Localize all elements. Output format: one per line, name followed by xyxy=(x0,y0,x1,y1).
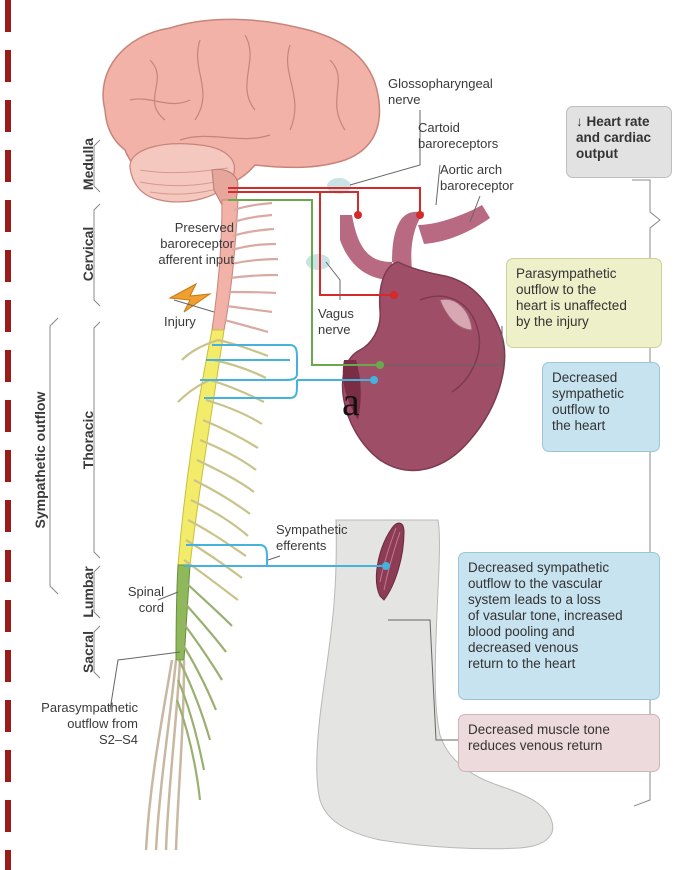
label-sympathetic-efferents: Sympathetic efferents xyxy=(276,522,348,554)
label-injury: Injury xyxy=(164,314,196,330)
region-label-sacral: Sacral xyxy=(80,612,96,692)
injury-lightning-icon xyxy=(170,284,210,312)
box-muscle-tone: Decreased muscle tone reduces venous ret… xyxy=(458,714,660,772)
label-aortic-arch-baroreceptor: Aortic arch baroreceptor xyxy=(440,162,514,194)
region-label-cervical: Cervical xyxy=(80,208,96,300)
box-heart-rate: ↓ Heart rate and cardiac output xyxy=(566,106,672,178)
heart-illustration xyxy=(340,205,505,470)
label-parasympathetic-s2s4: Parasympathetic outflow from S2–S4 xyxy=(18,700,138,748)
cauda-equina xyxy=(146,660,184,850)
label-carotid-baroreceptors: Cartoid baroreceptors xyxy=(418,120,498,152)
region-label-thoracic: Thoracic xyxy=(80,390,96,490)
brain-illustration xyxy=(103,19,379,205)
panel-letter: a xyxy=(342,378,360,425)
label-glossopharyngeal-nerve: Glossopharyngeal nerve xyxy=(388,76,493,108)
label-vagus-nerve: Vagus nerve xyxy=(318,306,354,338)
region-label-medulla: Medulla xyxy=(80,124,96,204)
box-parasympathetic-unaffected: Parasympathetic outflow to the heart is … xyxy=(506,258,662,348)
region-label-sympathetic-outflow: Sympathetic outflow xyxy=(32,380,48,540)
box-decreased-sympathetic-heart: Decreased sympathetic outflow to the hea… xyxy=(542,362,660,452)
box-vascular-outflow: Decreased sympathetic outflow to the vas… xyxy=(458,552,660,700)
label-preserved-baroreceptor-input: Preserved baroreceptor afferent input xyxy=(104,220,234,268)
vagus-efferent xyxy=(228,200,378,365)
label-spinal-cord: Spinal cord xyxy=(106,584,164,616)
